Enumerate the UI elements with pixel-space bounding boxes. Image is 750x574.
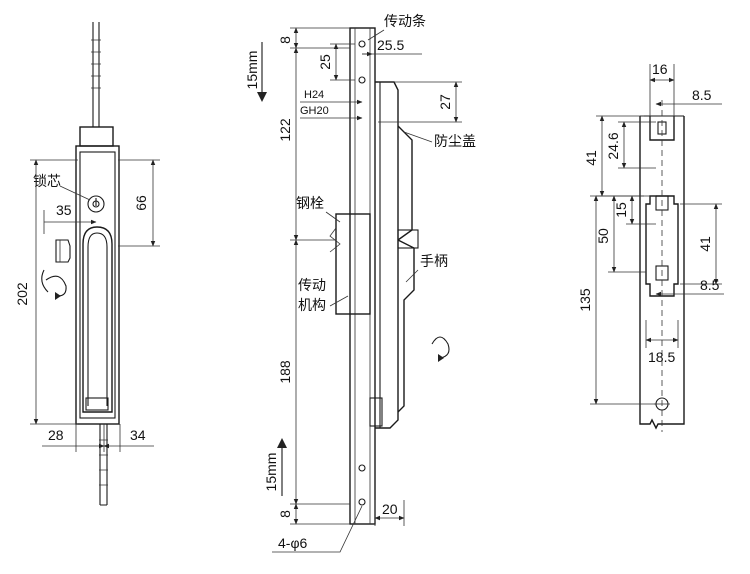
dim-50: 50 [595, 228, 611, 244]
rotate-arrow-icon-side [431, 336, 450, 359]
rod-ticks [91, 39, 101, 89]
dim-25-5: 25.5 [377, 37, 404, 53]
top-rod [92, 22, 100, 127]
dim-15mm-top: 15mm [244, 51, 260, 90]
dim-15: 15 [613, 202, 629, 218]
handle-inner [87, 232, 108, 406]
dim-41-left: 41 [583, 150, 599, 166]
dim-8-5-bottom: 8.5 [700, 277, 720, 293]
bar-outline [639, 116, 685, 430]
dim-202-ext [30, 159, 78, 425]
dust-cover-label: 防尘盖 [434, 133, 476, 149]
handle-side [397, 239, 415, 413]
dim-25: 25 [317, 54, 333, 70]
dim-8-top-ext [290, 27, 350, 49]
dim-gh20: GH20 [300, 105, 329, 117]
rotate-arrow-head-side [438, 354, 444, 362]
dim-66: 66 [133, 195, 149, 211]
dim-25-ext [330, 43, 355, 81]
dim-202: 202 [14, 282, 30, 306]
drive-mechanism-leader [329, 295, 349, 307]
dim-20: 20 [382, 501, 398, 517]
upper-cap [79, 126, 114, 147]
lock-core-circle [87, 195, 105, 213]
hole-2 [358, 76, 366, 84]
dim-28: 28 [48, 427, 64, 443]
side-latch [55, 239, 71, 263]
dim-16-ext [649, 64, 675, 120]
dim-20-ext [374, 500, 405, 526]
dim-188: 188 [277, 360, 293, 384]
dim-8-bottom: 8 [277, 510, 293, 518]
rotate-arrow-tail-icon [41, 269, 49, 293]
handle-base [85, 397, 109, 411]
hole-1 [358, 40, 366, 48]
dim-41-right: 41 [697, 236, 713, 252]
dim-28-34-ext [75, 424, 121, 452]
dust-cover-leader [403, 131, 433, 143]
bar-detail-view: 16 8.5 41 24.6 15 50 41 8.5 135 18.5 [577, 61, 724, 432]
dim-27: 27 [437, 94, 453, 110]
dim-34: 34 [130, 427, 146, 443]
dim-122: 122 [277, 118, 293, 142]
lock-core-center [92, 200, 100, 208]
dim-135-ext [590, 195, 656, 405]
dim-27-ext [378, 81, 462, 123]
drive-bar-leader [367, 29, 385, 41]
dim-16: 16 [652, 61, 668, 77]
keyhole-slot [645, 195, 679, 297]
dim-h24: H24 [304, 89, 324, 101]
hole-3 [358, 464, 366, 472]
dim-18-5-ext [645, 320, 679, 348]
steel-bolt-leader [325, 211, 341, 223]
hole-4 [358, 498, 366, 506]
lock-body-inner [79, 151, 116, 419]
dim-8-top: 8 [277, 36, 293, 44]
side-view: 传动条 防尘盖 钢栓 传动 机构 手柄 8 15mm 25 25.5 H24 G… [244, 13, 476, 553]
dim-35: 35 [56, 202, 72, 218]
drive-bar [349, 27, 376, 525]
dim-15mm-bottom: 15mm [263, 453, 279, 492]
handle-leader [405, 269, 419, 283]
lock-core-leader [59, 185, 91, 201]
steel-bolt [335, 213, 371, 315]
arrow-15mm-bottom-icon [277, 438, 287, 448]
dim-135: 135 [577, 288, 593, 312]
steel-bolt-label: 钢栓 [296, 195, 324, 211]
handle-outline [82, 226, 113, 413]
front-view: 锁芯 66 35 202 28 34 [14, 22, 160, 506]
handle-pivot [397, 229, 419, 249]
drive-mechanism-label-1: 传动 [298, 277, 326, 293]
rotate-arrow-icon [45, 275, 67, 297]
lock-housing [375, 81, 399, 429]
dim-24-6: 24.6 [605, 132, 621, 159]
bottom-rod [99, 424, 108, 506]
drive-mechanism-label-2: 机构 [298, 297, 326, 313]
lock-body [75, 145, 120, 425]
arrow-15mm-top-icon [257, 92, 267, 102]
dim-holes: 4-φ6 [278, 535, 308, 551]
lock-core-label: 锁芯 [33, 173, 61, 189]
guide-block [369, 397, 383, 427]
dim-18-5: 18.5 [648, 349, 675, 365]
top-slot [649, 116, 675, 141]
handle-label: 手柄 [420, 253, 448, 269]
holes-leader [272, 505, 363, 553]
dim-8-5-top: 8.5 [692, 87, 712, 103]
drive-bar-label: 传动条 [384, 13, 426, 29]
bottom-rod-ticks [99, 439, 108, 486]
rotate-arrow-head-icon [55, 292, 61, 300]
dust-cover [397, 125, 413, 241]
dim-15-ext [626, 195, 656, 225]
